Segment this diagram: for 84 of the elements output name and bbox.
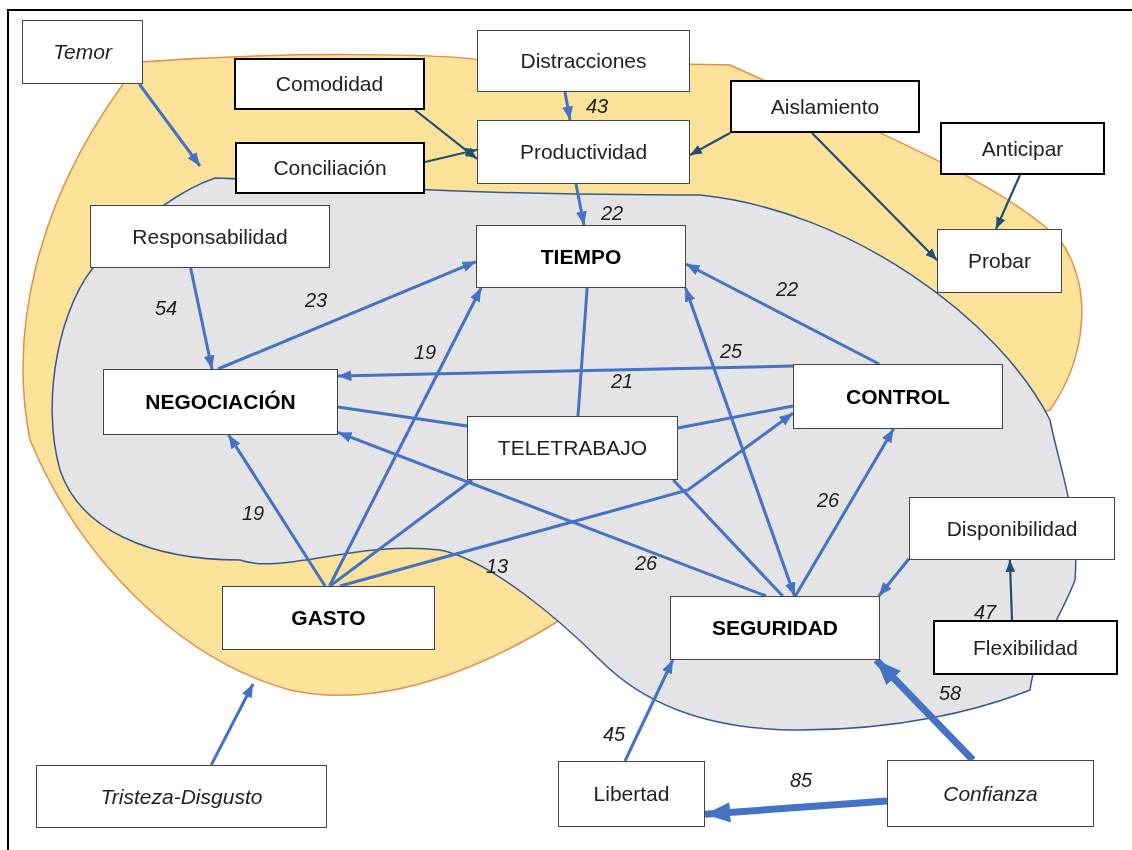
arrow (623, 659, 675, 762)
concept-label: Aislamiento (770, 94, 880, 119)
concept-box (730, 80, 920, 133)
edge-label: 13 (485, 554, 509, 578)
concept-box (36, 765, 327, 828)
concept-box (477, 120, 690, 184)
edge-label: 54 (154, 296, 178, 320)
edge-label: 85 (789, 768, 813, 792)
concept-label: Flexibilidad (972, 635, 1079, 660)
concept-label: GASTO (291, 606, 366, 630)
concept-label: Tristeza-Disgusto (100, 784, 263, 809)
arrow (704, 797, 888, 823)
arrow (337, 364, 794, 382)
arrow (995, 174, 1021, 230)
edge-label: 43 (585, 94, 609, 118)
concept-label: TIEMPO (540, 244, 622, 269)
concept-label: Conciliación (273, 156, 387, 180)
arrow (328, 287, 483, 587)
concept-box (235, 142, 425, 194)
concept-box (476, 225, 686, 288)
concept-label: Anticipar (981, 136, 1064, 161)
concept-box (909, 497, 1115, 560)
concept-label: SEGURIDAD (712, 616, 838, 640)
concept-label: Distracciones (520, 49, 647, 73)
edge-label: 58 (938, 681, 962, 705)
concept-box (234, 58, 425, 110)
concept-box (467, 416, 678, 480)
concept-label: Libertad (593, 782, 670, 806)
concept-label: NEGOCIACIÓN (145, 390, 296, 414)
arrow (689, 132, 731, 156)
arrow (684, 287, 796, 597)
connector-line (677, 404, 794, 430)
concept-label: Confianza (943, 781, 1038, 806)
edge-label: 23 (304, 288, 328, 312)
arrow (339, 412, 794, 588)
concept-label: Disponibilidad (946, 516, 1078, 541)
concept-label: Temor (53, 40, 112, 64)
concept-box (887, 760, 1094, 827)
concept-box (558, 761, 705, 827)
arrow (562, 91, 573, 121)
concept-box (22, 20, 143, 84)
edge-label: 26 (816, 488, 840, 512)
concept-box (940, 122, 1105, 175)
concept-label: Comodidad (275, 72, 384, 96)
concept-label: Responsabilidad (132, 224, 288, 249)
arrow (227, 434, 327, 587)
edge-label: 21 (610, 369, 634, 393)
edge-label: 45 (602, 722, 626, 746)
arrow (877, 557, 911, 597)
connector-line (329, 478, 473, 588)
arrow (217, 260, 477, 371)
arrow (424, 147, 478, 164)
arrow (138, 83, 202, 167)
concept-box (793, 364, 1003, 429)
edge-label: 19 (413, 340, 437, 364)
edge-label: 22 (600, 201, 624, 225)
edge-label: 26 (634, 551, 658, 575)
concept-box (90, 205, 330, 268)
concept-box (670, 596, 880, 660)
arrow (685, 262, 880, 366)
arrow (414, 109, 478, 160)
concept-box (933, 620, 1118, 675)
edge-label: 25 (719, 339, 743, 363)
arrow (337, 431, 767, 598)
concept-label: TELETRABAJO (497, 436, 648, 460)
arrow (574, 183, 587, 226)
concept-box (937, 229, 1062, 293)
connector-line (337, 405, 468, 428)
edge-label: 22 (775, 277, 799, 301)
connector-line (672, 478, 784, 598)
concept-box (222, 586, 435, 650)
concept-label: Productividad (519, 140, 648, 164)
arrow (209, 683, 255, 766)
concept-box (103, 369, 338, 435)
edge-label: 47 (973, 600, 997, 624)
arrow (189, 267, 215, 370)
arrow (794, 428, 895, 597)
connector-line (576, 287, 589, 417)
arrow (811, 132, 938, 261)
concept-label: Probar (968, 249, 1031, 273)
arrow (1005, 559, 1016, 621)
concept-box (477, 30, 690, 92)
edge-label: 19 (241, 501, 265, 525)
concept-label: CONTROL (846, 384, 950, 409)
